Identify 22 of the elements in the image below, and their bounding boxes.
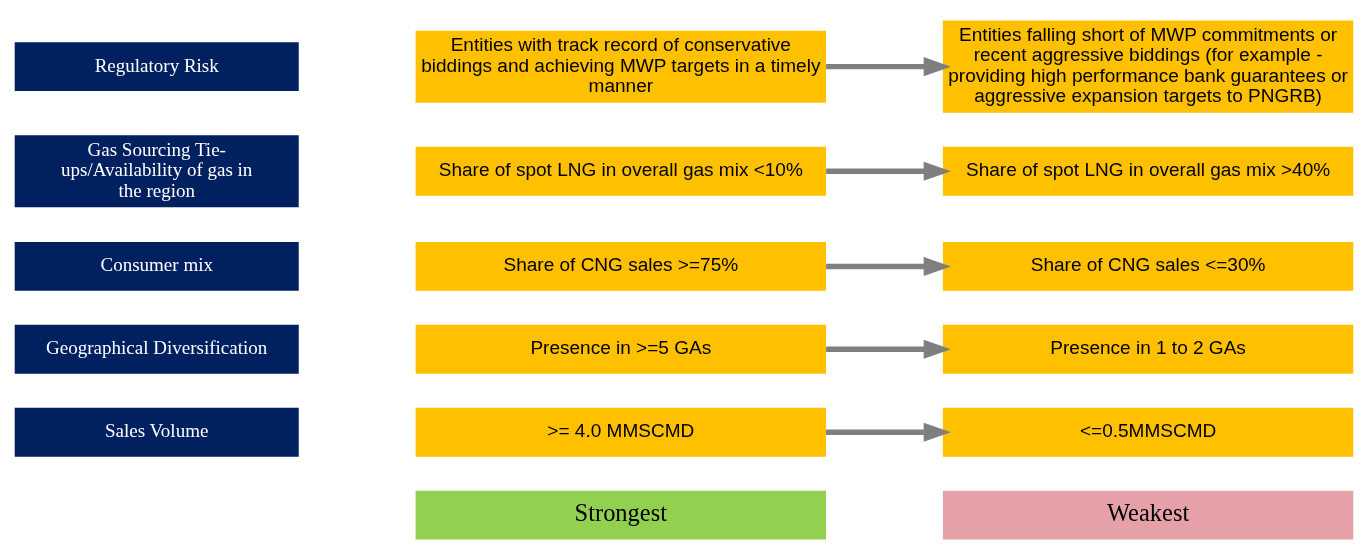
node-box: Gas Sourcing Tie-ups/Availability of gas in the region — [14, 134, 299, 207]
node-box: Presence in >=5 GAs — [415, 324, 826, 374]
arrow — [826, 56, 951, 76]
node-box: Entities with track record of conservative biddings and achieving MWP targets in a timely manner — [415, 30, 826, 103]
arrow — [826, 256, 951, 276]
arrow — [826, 422, 951, 442]
node-box: Share of spot LNG in overall gas mix >40% — [942, 146, 1354, 196]
node-box: Regulatory Risk — [14, 41, 299, 91]
node-box: Entities falling short of MWP commitments or recent aggressive biddings (for example - providing high performance bank guarantees or aggressive expansion targets to PNGRB) — [942, 19, 1354, 113]
node-box: Weakest — [942, 490, 1354, 540]
node-box: Share of CNG sales <=30% — [942, 241, 1354, 291]
node-box: Share of spot LNG in overall gas mix <10% — [415, 146, 826, 196]
node-box: Presence in 1 to 2 GAs — [942, 324, 1354, 374]
node-box: Consumer mix — [14, 241, 299, 291]
node-box: <=0.5MMSCMD — [942, 407, 1354, 457]
node-box: Strongest — [415, 490, 826, 540]
arrow — [826, 339, 951, 359]
arrow — [826, 161, 951, 181]
node-box: Share of CNG sales >=75% — [415, 241, 826, 291]
node-box: Sales Volume — [14, 407, 299, 457]
node-box: Geographical Diversification — [14, 324, 299, 374]
node-box: >= 4.0 MMSCMD — [415, 407, 826, 457]
